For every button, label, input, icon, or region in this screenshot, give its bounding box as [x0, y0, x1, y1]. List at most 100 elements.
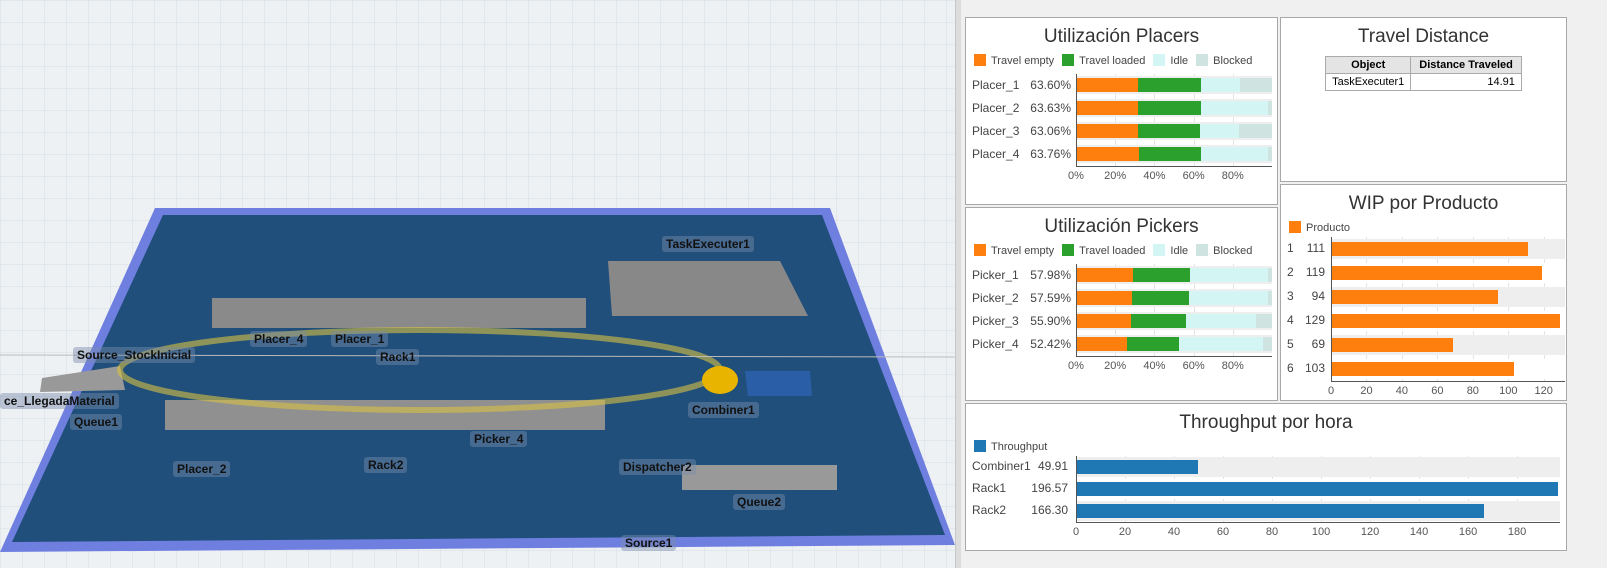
legend-label: Travel loaded [1079, 55, 1146, 67]
category-label: 5 [1287, 337, 1294, 351]
col-header: Distance Traveled [1410, 56, 1522, 74]
object-label[interactable]: TaskExecuter1 [662, 236, 754, 252]
legend-item: Travel loaded [1062, 244, 1145, 257]
object-label[interactable]: Placer_2 [173, 461, 231, 477]
gridline [1232, 74, 1234, 166]
object-label[interactable]: Placer_4 [250, 331, 308, 347]
combiner [702, 366, 738, 394]
category-label: Combiner1 [972, 459, 1031, 473]
legend-label: Blocked [1213, 55, 1253, 67]
chart-legend: Producto [1289, 221, 1566, 234]
tick-label: 0% [1068, 170, 1084, 182]
bar-segment-empty [1076, 147, 1139, 161]
legend-item: Travel empty [974, 54, 1054, 67]
row-value: 52.42% [1030, 337, 1071, 351]
bar-segment-loaded [1137, 124, 1200, 138]
object-label[interactable]: Rack2 [364, 457, 408, 473]
bar-segment-blocked [1239, 78, 1272, 92]
legend-swatch [974, 440, 986, 452]
bar [1331, 290, 1498, 304]
bar [1331, 242, 1528, 256]
object-label[interactable]: Queue2 [733, 494, 786, 510]
bar [1076, 460, 1199, 474]
bar-segment-loaded [1132, 291, 1189, 305]
tick-label: 20% [1104, 170, 1127, 182]
bar-segment-blocked [1268, 147, 1272, 161]
bar-segment-empty [1076, 101, 1139, 115]
splitter[interactable] [955, 0, 961, 568]
row-value: 57.59% [1030, 291, 1071, 305]
object-label[interactable]: Picker_4 [470, 431, 528, 447]
3d-model-view[interactable]: TaskExecuter1 Source_StockInicial Placer… [0, 0, 955, 568]
tick-label: 0% [1068, 360, 1084, 372]
category-label: Rack1 [972, 481, 1007, 495]
object-label[interactable]: Placer_1 [331, 331, 389, 347]
tick-label: 60 [1216, 526, 1230, 538]
object-label[interactable]: Source1 [621, 535, 677, 551]
x-axis [1076, 166, 1272, 167]
y-axis [1076, 264, 1077, 356]
row-name: Placer_3 [972, 124, 1020, 138]
value-label: 166.30 [1031, 503, 1068, 517]
legend-item: Producto [1289, 221, 1350, 234]
object-label[interactable]: Queue1 [70, 414, 123, 430]
object-label[interactable]: Combiner1 [688, 402, 759, 418]
tick-label: 180 [1507, 526, 1527, 538]
bar [1331, 266, 1542, 280]
object-label[interactable]: Dispatcher2 [619, 459, 696, 475]
chart-legend: Throughput [974, 440, 1566, 453]
gridline [1193, 74, 1195, 166]
panel-title: Throughput por hora [1179, 412, 1353, 433]
legend-swatch [974, 54, 986, 66]
bar-segment-idle [1200, 101, 1269, 115]
bar-segment-blocked [1268, 268, 1272, 282]
object-label[interactable]: ce_LlegadaMaterial [0, 393, 119, 409]
object-label[interactable]: Source_StockInicial [73, 347, 196, 363]
bar-segment-loaded [1138, 147, 1201, 161]
tick-label: 100 [1499, 385, 1518, 397]
panel-title: Travel Distance [1357, 26, 1490, 47]
bar-segment-idle [1200, 78, 1240, 92]
tick-label: 80 [1466, 385, 1479, 397]
object-label[interactable]: Rack1 [376, 349, 420, 365]
bar-segment-empty [1076, 314, 1131, 328]
gridline [1115, 264, 1117, 356]
y-axis [1076, 456, 1077, 522]
bar-segment-loaded [1132, 268, 1190, 282]
row-name: Picker_4 [972, 337, 1019, 351]
bar-segment-loaded [1138, 101, 1201, 115]
x-axis [1076, 522, 1560, 523]
gridline [1232, 264, 1234, 356]
bar [1331, 362, 1514, 376]
bar-segment-idle [1200, 147, 1268, 161]
row-value: 63.63% [1030, 101, 1071, 115]
row-name: Placer_4 [972, 147, 1020, 161]
bar-segment-blocked [1256, 314, 1272, 328]
bar-segment-empty [1076, 268, 1133, 282]
panel-title: Utilización Placers [1043, 26, 1200, 47]
row-value: 57.98% [1030, 268, 1071, 282]
row-value: 63.06% [1030, 124, 1071, 138]
tick-label: 100 [1311, 526, 1331, 538]
legend-item: Idle [1153, 244, 1188, 257]
cell: TaskExecuter1 [1325, 73, 1412, 91]
tick-label: 40% [1143, 360, 1166, 372]
tick-label: 20% [1104, 360, 1127, 372]
legend-swatch [1062, 54, 1075, 66]
queue1 [40, 366, 125, 392]
model-floor-svg [0, 0, 955, 568]
tick-label: 140 [1409, 526, 1429, 538]
gridline [1366, 237, 1368, 381]
bar-segment-loaded [1127, 337, 1179, 351]
